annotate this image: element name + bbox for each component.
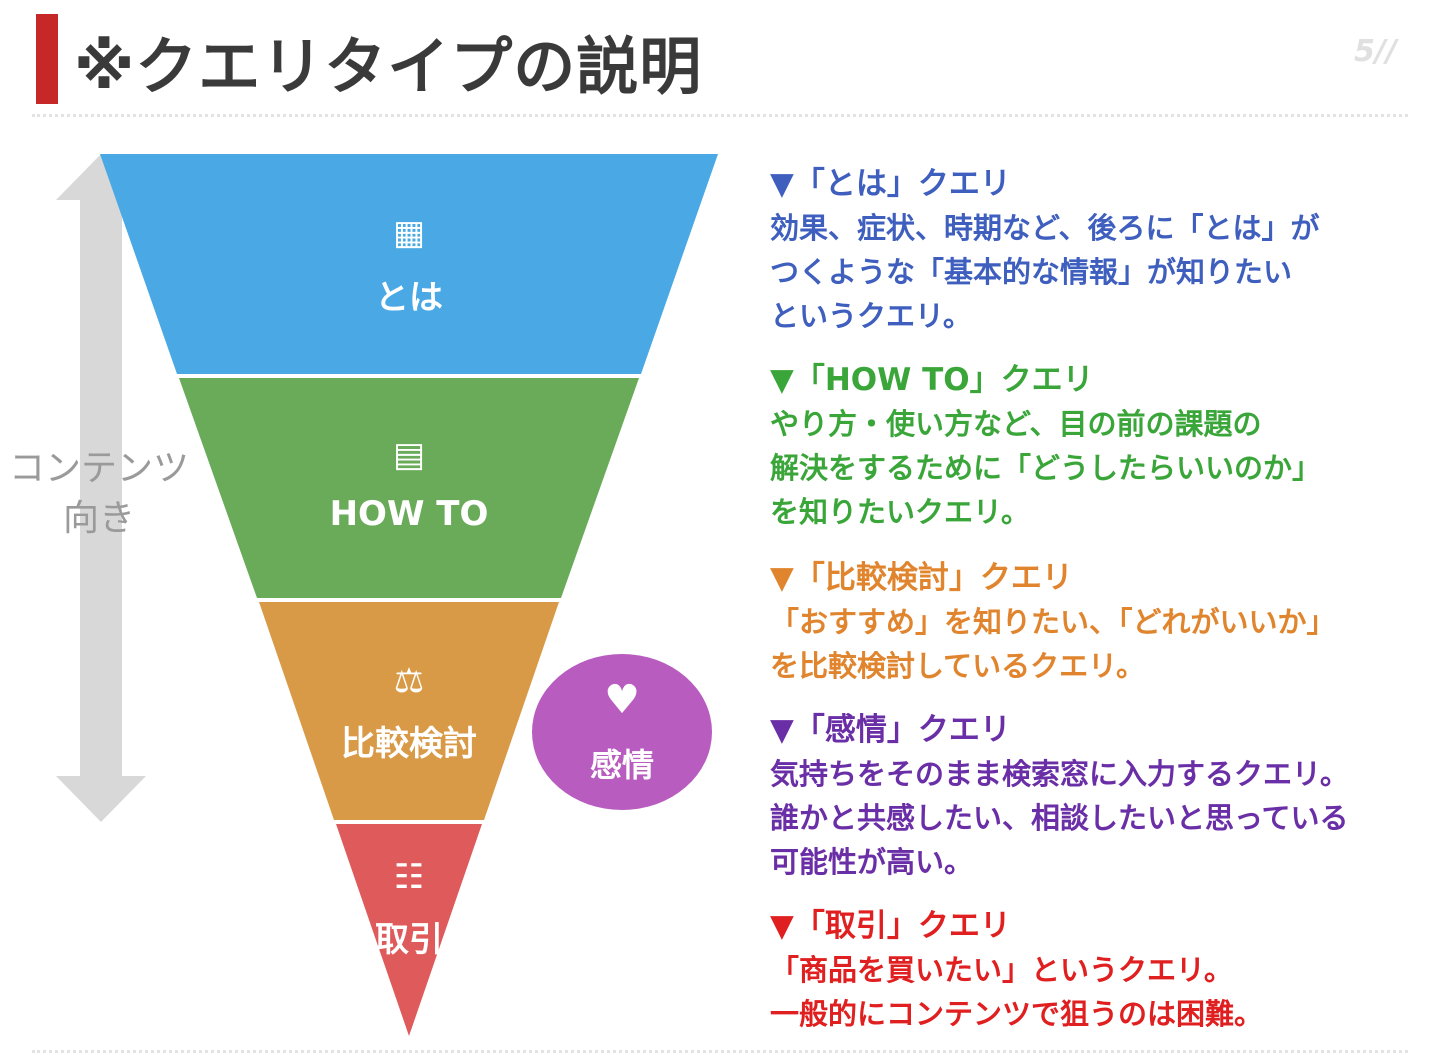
- description-line: 一般的にコンテンツで狙うのは困難。: [770, 997, 1264, 1031]
- description-line: 解決をするために「どうしたらいいのか」: [770, 451, 1322, 485]
- cart-icon: ☷: [393, 857, 425, 897]
- book-icon: ▦: [392, 213, 426, 253]
- title-accent-bar: [36, 14, 58, 104]
- emotion-circle: ♥ 感情: [532, 654, 712, 810]
- document-icon: ▤: [392, 435, 426, 475]
- description-hikaku: ▼「比較検討」クエリ 「おすすめ」を知りたい、「どれがいいか」 を比較検討してい…: [770, 556, 1438, 688]
- page-title: ※クエリタイプの説明: [74, 30, 703, 103]
- double-arrow-icon: [56, 154, 146, 822]
- funnel-layer-toha: [100, 154, 718, 374]
- description-heading: ▼「取引」クエリ: [770, 908, 1011, 944]
- description-line: 「おすすめ」を知りたい、「どれがいいか」: [770, 605, 1336, 639]
- page-number: 5//: [1354, 34, 1397, 69]
- description-heading: ▼「HOW TO」クエリ: [770, 362, 1094, 398]
- header-divider: [32, 114, 1408, 117]
- layer-label-hikaku: 比較検討: [341, 724, 477, 764]
- description-line: 可能性が高い。: [770, 845, 974, 879]
- description-heading: ▼「比較検討」クエリ: [770, 560, 1073, 596]
- description-line: というクエリ。: [770, 299, 972, 333]
- description-line: 効果、症状、時期など、後ろに「とは」が: [770, 211, 1320, 245]
- description-line: を比較検討しているクエリ。: [770, 649, 1145, 683]
- scale-icon: ⚖: [393, 661, 425, 701]
- layer-label-torihiki: 取引: [375, 920, 443, 960]
- description-line: やり方・使い方など、目の前の課題の: [770, 407, 1262, 441]
- description-line: 気持ちをそのまま検索窓に入力するクエリ。: [770, 757, 1349, 791]
- description-heading: ▼「とは」クエリ: [770, 166, 1011, 202]
- side-label-line: 向き: [62, 498, 135, 539]
- description-kanjo: ▼「感情」クエリ 気持ちをそのまま検索窓に入力するクエリ。 誰かと共感したい、相…: [770, 708, 1438, 884]
- layer-label-howto: HOW TO: [329, 494, 489, 534]
- description-torihiki: ▼「取引」クエリ 「商品を買いたい」というクエリ。 一般的にコンテンツで狙うのは…: [770, 904, 1438, 1036]
- description-howto: ▼「HOW TO」クエリ やり方・使い方など、目の前の課題の 解決をするために「…: [770, 358, 1438, 534]
- emotion-label: 感情: [589, 746, 654, 784]
- funnel-layer-hikaku: [259, 602, 559, 820]
- footer-divider: [32, 1050, 1408, 1053]
- description-line: を知りたいクエリ。: [770, 495, 1030, 529]
- funnel-layer-torihiki: [336, 824, 482, 1036]
- content-orientation-label: コンテンツ 向き: [0, 444, 198, 544]
- description-heading: ▼「感情」クエリ: [770, 712, 1011, 748]
- description-line: 「商品を買いたい」というクエリ。: [770, 953, 1233, 987]
- description-line: 誰かと共感したい、相談したいと思っている: [770, 801, 1349, 835]
- funnel-layer-howto: [179, 378, 639, 598]
- side-label-line: コンテンツ: [8, 448, 189, 489]
- description-toha: ▼「とは」クエリ 効果、症状、時期など、後ろに「とは」が つくような「基本的な情…: [770, 162, 1438, 338]
- description-line: つくような「基本的な情報」が知りたい: [770, 255, 1293, 289]
- layer-label-toha: とは: [375, 278, 443, 318]
- heart-icon: ♥: [604, 677, 640, 723]
